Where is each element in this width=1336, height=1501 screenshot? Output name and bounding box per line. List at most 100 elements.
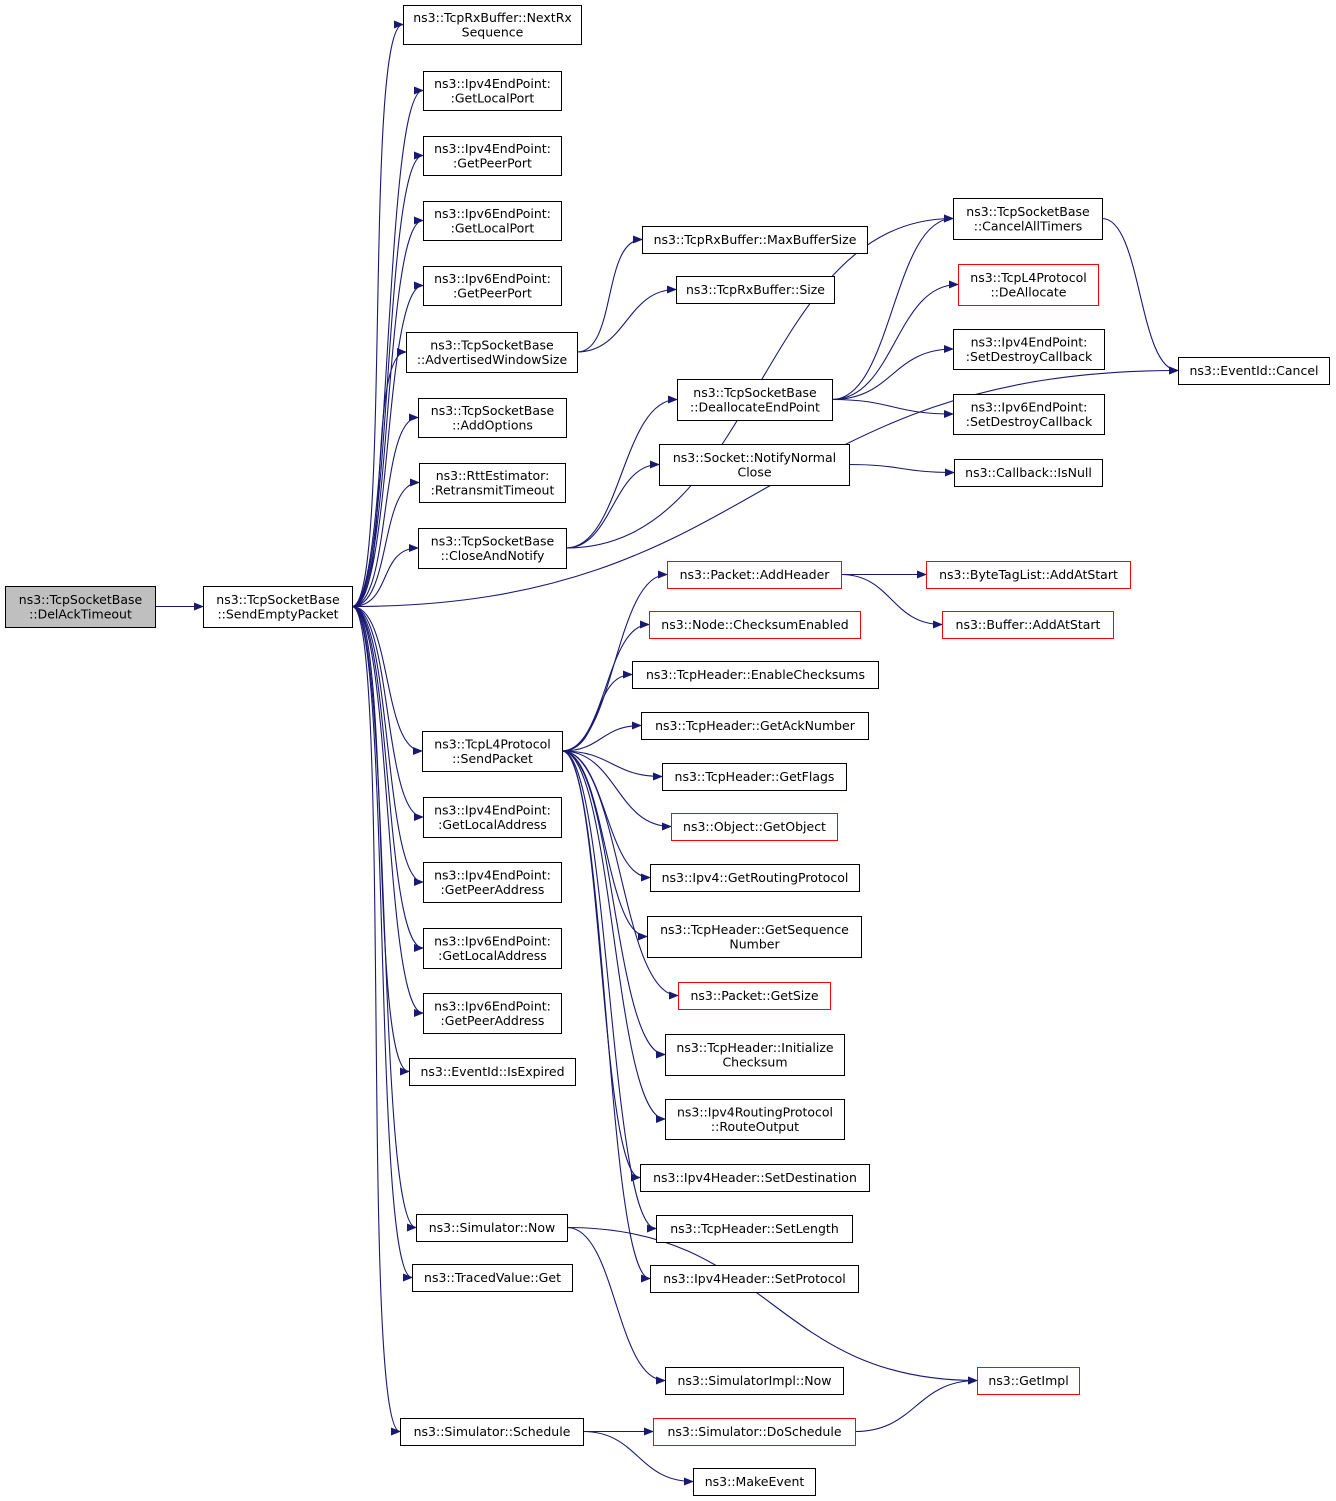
node-event-is-expired[interactable]: ns3::EventId::IsExpired [409,1058,576,1086]
node-traced-value-get[interactable]: ns3::TracedValue::Get [412,1264,573,1292]
node-box[interactable] [642,226,868,254]
node-box[interactable] [953,394,1105,435]
node-box[interactable] [676,276,835,304]
node-box[interactable] [665,1367,844,1395]
node-cancel-all-timers[interactable]: ns3::TcpSocketBase::CancelAllTimers [953,198,1103,240]
node-node-checksum-enabled[interactable]: ns3::Node::ChecksumEnabled [649,611,861,639]
node-tcp-l4-send-packet[interactable]: ns3::TcpL4Protocol::SendPacket [422,731,563,772]
node-ipv4-get-peer-address[interactable]: ns3::Ipv4EndPoint::GetPeerAddress [423,862,562,903]
node-close-and-notify[interactable]: ns3::TcpSocketBase::CloseAndNotify [418,528,567,569]
node-rx-buffer-size[interactable]: ns3::TcpRxBuffer::Size [676,276,835,304]
node-packet-get-size[interactable]: ns3::Packet::GetSize [678,982,831,1010]
node-set-length[interactable]: ns3::TcpHeader::SetLength [656,1215,853,1243]
node-simulator-now[interactable]: ns3::Simulator::Now [416,1214,568,1242]
node-l4-deallocate[interactable]: ns3::TcpL4Protocol::DeAllocate [958,264,1099,306]
node-deallocate-end-point[interactable]: ns3::TcpSocketBase::DeallocateEndPoint [677,379,833,421]
node-byte-tag-list-add-at-start[interactable]: ns3::ByteTagList::AddAtStart [926,561,1131,589]
node-box[interactable] [416,1214,568,1242]
node-max-buffer-size[interactable]: ns3::TcpRxBuffer::MaxBufferSize [642,226,868,254]
node-box[interactable] [977,1367,1080,1395]
node-box[interactable] [632,661,879,689]
node-route-output[interactable]: ns3::Ipv4RoutingProtocol::RouteOutput [665,1099,845,1140]
node-box[interactable] [926,561,1131,589]
node-box[interactable] [1178,357,1330,385]
node-box[interactable] [640,1164,870,1192]
node-ipv6-get-local-address[interactable]: ns3::Ipv6EndPoint::GetLocalAddress [423,928,562,969]
node-ipv4-set-destroy-callback[interactable]: ns3::Ipv4EndPoint::SetDestroyCallback [953,329,1105,370]
node-packet-add-header[interactable]: ns3::Packet::AddHeader [667,561,842,589]
node-box[interactable] [650,864,860,892]
node-box[interactable] [423,928,562,969]
node-box[interactable] [665,1099,845,1140]
node-get-flags[interactable]: ns3::TcpHeader::GetFlags [662,763,847,791]
node-box[interactable] [662,763,847,791]
node-set-destination[interactable]: ns3::Ipv4Header::SetDestination [640,1164,870,1192]
node-box[interactable] [423,266,562,306]
node-box[interactable] [423,136,562,176]
node-box[interactable] [953,329,1105,370]
node-simulator-schedule[interactable]: ns3::Simulator::Schedule [400,1418,584,1446]
node-ipv6-get-local-port[interactable]: ns3::Ipv6EndPoint::GetLocalPort [423,201,562,241]
node-box[interactable] [406,332,578,373]
node-box[interactable] [423,797,562,838]
node-ipv6-get-peer-address[interactable]: ns3::Ipv6EndPoint::GetPeerAddress [423,993,562,1034]
node-del-ack-timeout[interactable]: ns3::TcpSocketBase::DelAckTimeout [5,586,156,628]
node-box[interactable] [203,586,353,628]
node-get-ack-number[interactable]: ns3::TcpHeader::GetAckNumber [641,712,869,740]
node-box[interactable] [677,379,833,421]
node-ipv4-get-local-port[interactable]: ns3::Ipv4EndPoint::GetLocalPort [423,71,562,111]
node-object-get-object[interactable]: ns3::Object::GetObject [671,813,838,841]
node-retransmit-timeout[interactable]: ns3::RttEstimator::RetransmitTimeout [419,463,566,503]
node-box[interactable] [422,731,563,772]
node-box[interactable] [641,712,869,740]
node-box[interactable] [409,1058,576,1086]
node-event-cancel[interactable]: ns3::EventId::Cancel [1178,357,1330,385]
node-box[interactable] [403,5,582,45]
node-get-routing-protocol[interactable]: ns3::Ipv4::GetRoutingProtocol [650,864,860,892]
node-box[interactable] [656,1215,853,1243]
node-enable-checksums[interactable]: ns3::TcpHeader::EnableChecksums [632,661,879,689]
node-box[interactable] [423,993,562,1034]
node-box[interactable] [954,459,1103,487]
node-box[interactable] [418,398,567,438]
node-make-event[interactable]: ns3::MakeEvent [693,1468,816,1496]
node-ipv6-get-peer-port[interactable]: ns3::Ipv6EndPoint::GetPeerPort [423,266,562,306]
node-box[interactable] [423,201,562,241]
node-simulator-impl-now[interactable]: ns3::SimulatorImpl::Now [665,1367,844,1395]
node-box[interactable] [400,1418,584,1446]
node-ipv4-get-peer-port[interactable]: ns3::Ipv4EndPoint::GetPeerPort [423,136,562,176]
node-box[interactable] [958,264,1099,306]
node-box[interactable] [412,1264,573,1292]
node-send-empty-packet[interactable]: ns3::TcpSocketBase::SendEmptyPacket [203,586,353,628]
node-callback-is-null[interactable]: ns3::Callback::IsNull [954,459,1103,487]
node-box[interactable] [665,1034,845,1076]
node-buffer-add-at-start[interactable]: ns3::Buffer::AddAtStart [942,611,1114,639]
node-box[interactable] [942,611,1114,639]
node-box[interactable] [678,982,831,1010]
node-box[interactable] [649,611,861,639]
node-box[interactable] [5,586,156,628]
node-ipv6-set-destroy-callback[interactable]: ns3::Ipv6EndPoint::SetDestroyCallback [953,394,1105,435]
node-box[interactable] [653,1418,856,1446]
node-advertised-window-size[interactable]: ns3::TcpSocketBase::AdvertisedWindowSize [406,332,578,373]
node-box[interactable] [418,528,567,569]
node-box[interactable] [667,561,842,589]
node-box[interactable] [423,71,562,111]
node-ipv4-get-local-address[interactable]: ns3::Ipv4EndPoint::GetLocalAddress [423,797,562,838]
node-box[interactable] [647,916,862,958]
node-box[interactable] [419,463,566,503]
node-get-impl[interactable]: ns3::GetImpl [977,1367,1080,1395]
node-box[interactable] [671,813,838,841]
node-box[interactable] [953,198,1103,240]
node-set-protocol[interactable]: ns3::Ipv4Header::SetProtocol [650,1265,859,1293]
node-box[interactable] [693,1468,816,1496]
node-do-schedule[interactable]: ns3::Simulator::DoSchedule [653,1418,856,1446]
node-add-options[interactable]: ns3::TcpSocketBase::AddOptions [418,398,567,438]
node-box[interactable] [659,444,850,486]
node-box[interactable] [650,1265,859,1293]
node-box[interactable] [423,862,562,903]
